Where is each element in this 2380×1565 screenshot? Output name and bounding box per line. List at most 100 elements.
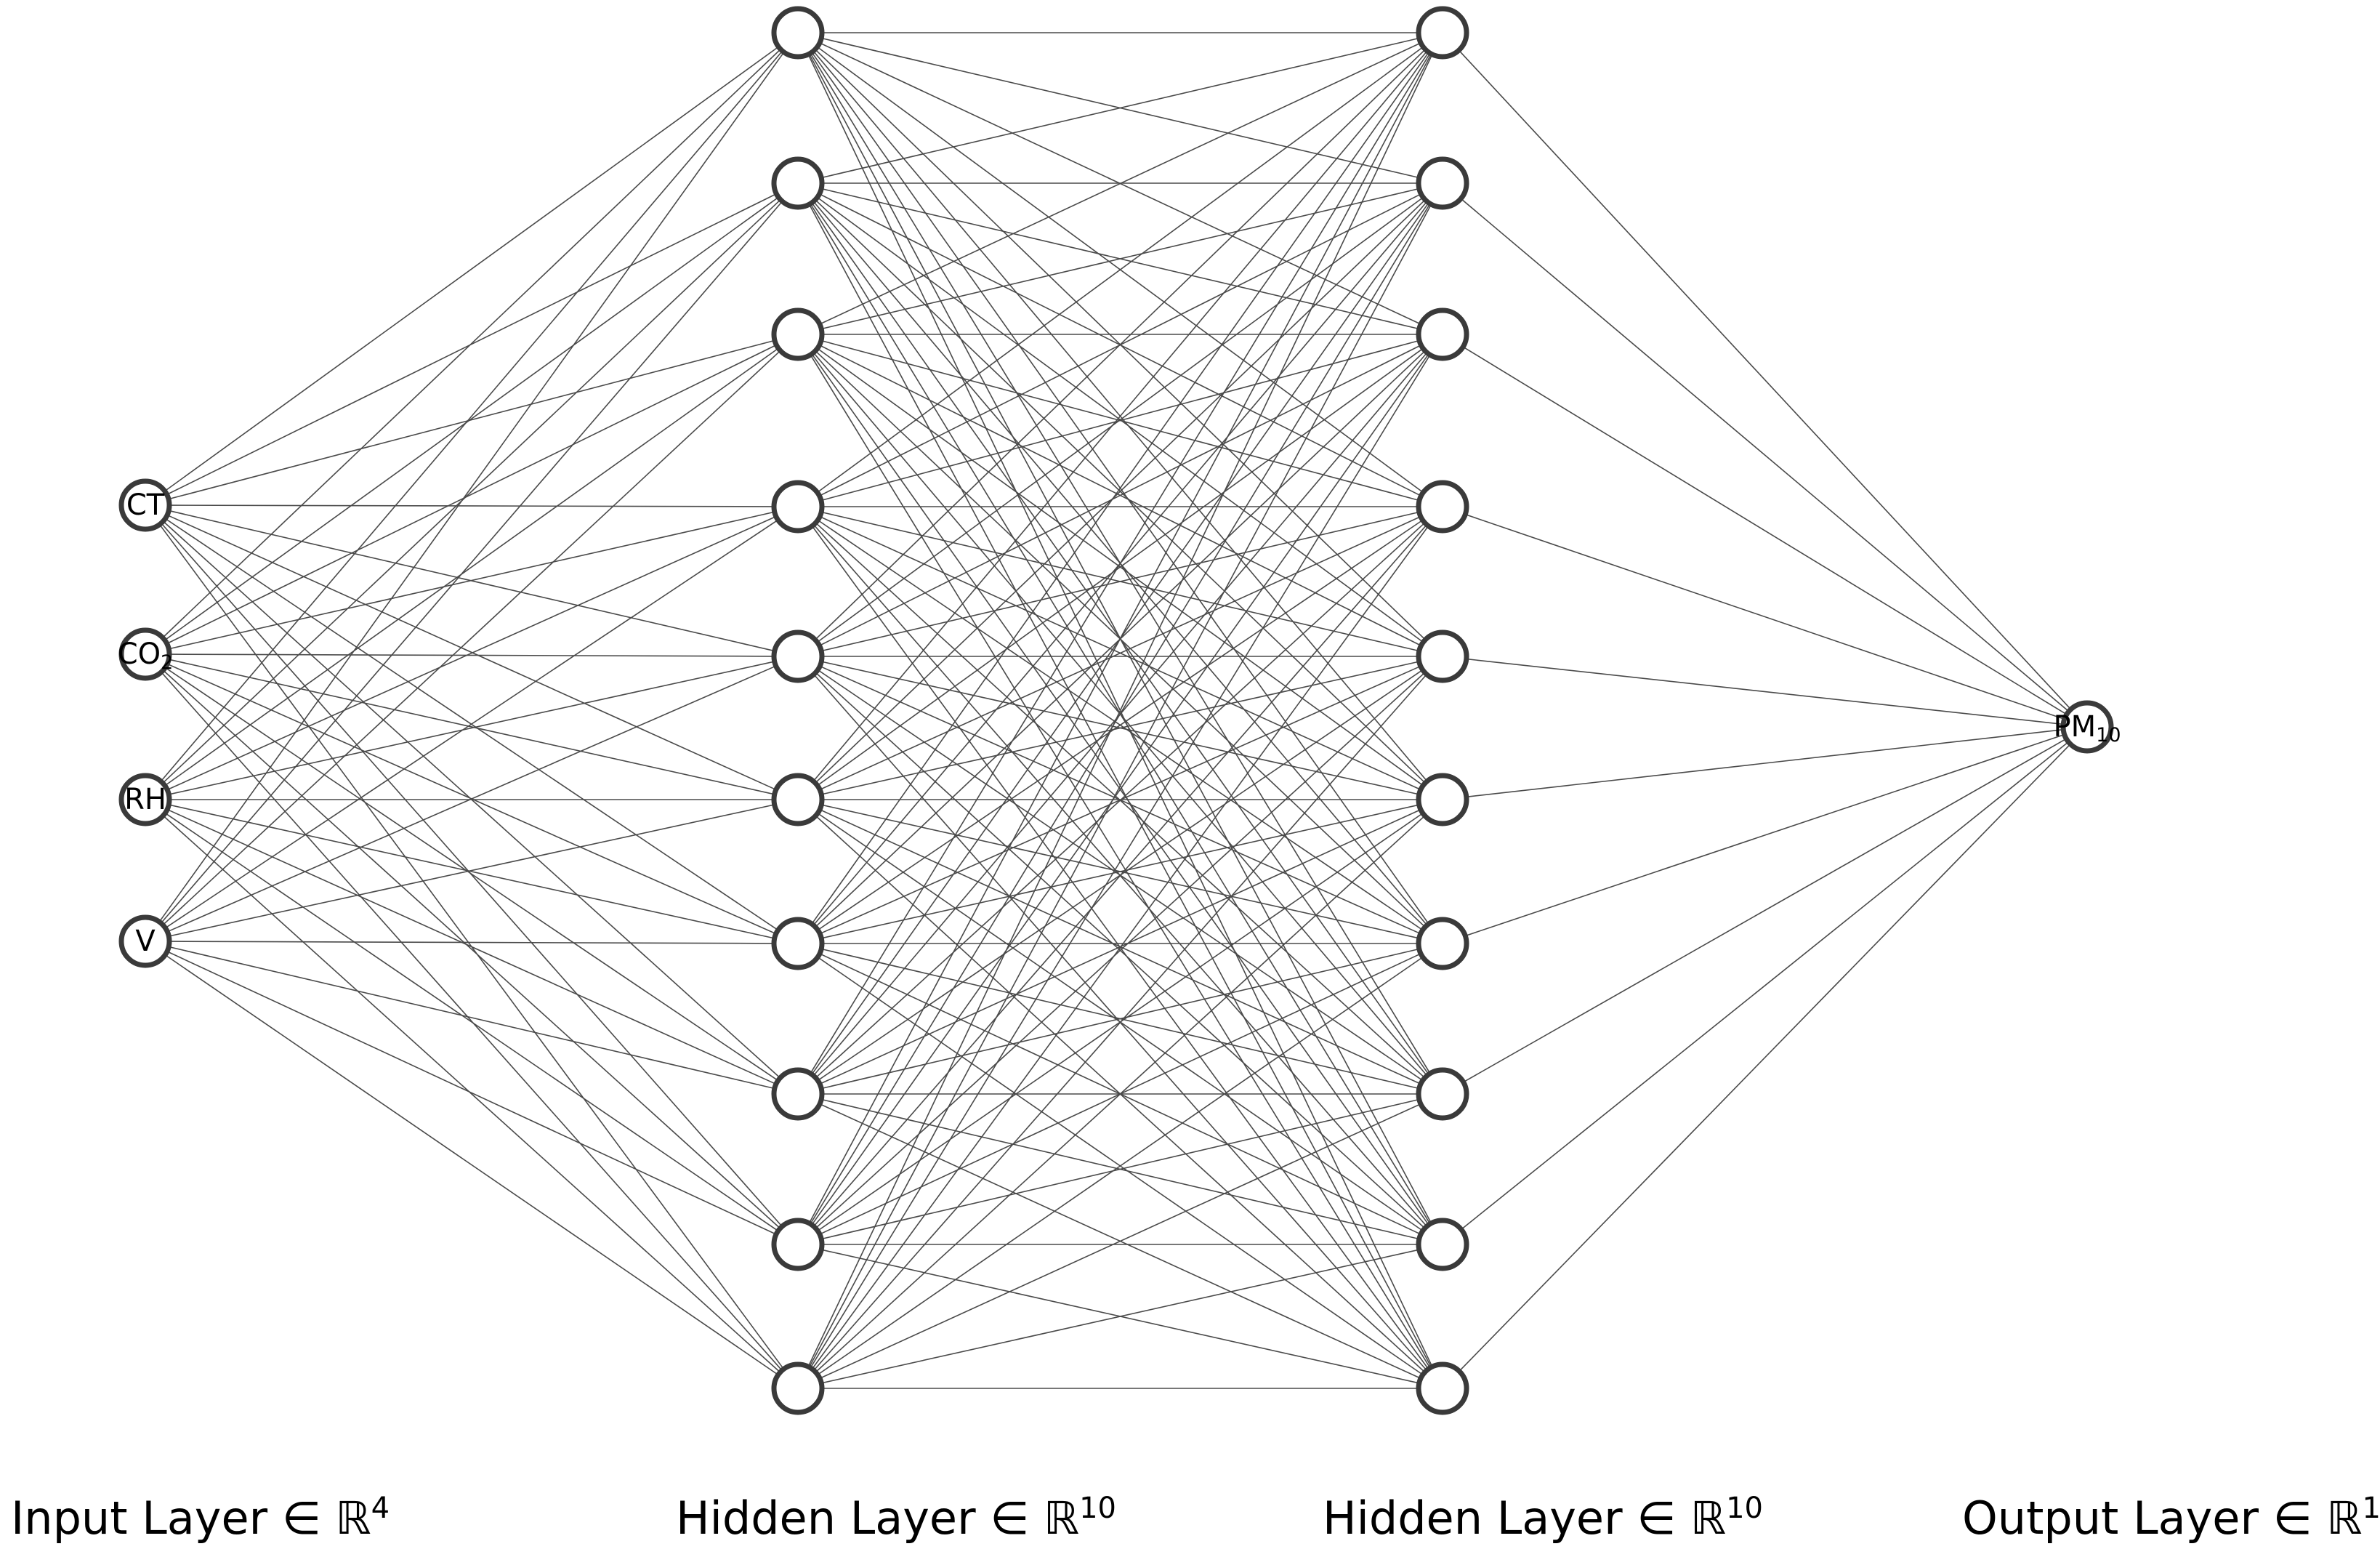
connection-edge-input-2-hidden1-9 — [162, 815, 781, 1373]
connection-edge-hidden1-9-hidden2-6 — [817, 957, 1424, 1375]
node-hidden2-8[interactable] — [1416, 1067, 1469, 1121]
node-circle[interactable] — [771, 773, 825, 826]
node-circle[interactable] — [771, 917, 825, 970]
node-hidden2-10[interactable] — [1416, 1361, 1469, 1415]
connection-edge-input-1-hidden1-1 — [164, 196, 779, 641]
connection-edge-input-0-hidden1-2 — [168, 339, 775, 500]
node-hidden1-3[interactable] — [771, 307, 825, 361]
node-circle[interactable] — [1416, 307, 1469, 361]
node-hidden1-8[interactable] — [771, 1067, 825, 1121]
node-circle[interactable] — [771, 6, 825, 60]
connection-edge-input-3-hidden1-4 — [166, 665, 777, 933]
connection-edge-input-1-hidden1-0 — [162, 49, 781, 638]
connection-edge-hidden1-2-hidden2-0 — [819, 42, 1421, 325]
node-circle[interactable] — [118, 773, 172, 826]
node-circle[interactable] — [771, 480, 825, 534]
connection-edge-input-1-hidden1-2 — [166, 344, 777, 645]
connection-edge-input-1-hidden1-9 — [161, 672, 783, 1371]
connection-edge-hidden1-5-hidden2-0 — [812, 50, 1428, 782]
connection-edge-input-2-hidden1-7 — [166, 808, 777, 1085]
connection-edge-input-3-hidden1-2 — [162, 350, 781, 926]
node-hidden1-4[interactable] — [771, 480, 825, 534]
connection-edge-hidden1-1-hidden2-0 — [820, 37, 1420, 179]
node-hidden2-4[interactable] — [1416, 480, 1469, 534]
connection-edge-input-2-hidden1-8 — [164, 812, 779, 1232]
connection-edge-hidden1-9-hidden2-1 — [808, 204, 1432, 1368]
edges-group — [158, 32, 2072, 1389]
connection-edge-hidden1-8-hidden2-4 — [815, 672, 1426, 1229]
layer-caption-output: Output Layer ∈ ℝ1 — [1962, 1492, 2380, 1545]
node-label: CO2 — [118, 637, 174, 674]
node-hidden1-7[interactable] — [771, 917, 825, 970]
connection-edge-input-1-hidden1-7 — [164, 667, 779, 1082]
node-hidden1-6[interactable] — [771, 773, 825, 826]
node-hidden2-1[interactable] — [1416, 6, 1469, 60]
node-circle[interactable] — [1416, 1218, 1469, 1271]
connection-edge-hidden1-4-hidden2-0 — [815, 49, 1426, 640]
node-hidden1-10[interactable] — [771, 1361, 825, 1415]
connection-edge-input-1-hidden1-3 — [169, 511, 775, 650]
connection-edge-hidden1-6-hidden2-0 — [811, 52, 1429, 925]
node-hidden2-3[interactable] — [1416, 307, 1469, 361]
connection-edge-hidden1-9-hidden2-8 — [821, 1249, 1419, 1384]
node-input-ct[interactable]: CT — [118, 478, 172, 532]
node-input-v[interactable]: V — [118, 914, 172, 968]
node-circle[interactable] — [118, 478, 172, 532]
connection-edge-hidden1-5-hidden2-4 — [821, 661, 1419, 795]
node-hidden2-9[interactable] — [1416, 1218, 1469, 1271]
node-circle[interactable] — [771, 156, 825, 210]
node-circle[interactable] — [1416, 1067, 1469, 1121]
connection-edge-hidden1-9-hidden2-2 — [810, 354, 1431, 1369]
node-circle[interactable] — [771, 307, 825, 361]
connection-edge-input-3-hidden1-0 — [158, 52, 785, 922]
layer-caption-hidden1: Hidden Layer ∈ ℝ10 — [676, 1492, 1116, 1545]
connection-edge-hidden1-7-hidden2-0 — [810, 52, 1431, 1074]
connection-edge-input-0-hidden1-0 — [164, 46, 779, 492]
connection-edge-hidden2-5-output-0 — [1466, 728, 2064, 798]
node-circle[interactable] — [771, 1067, 825, 1121]
node-circle[interactable] — [771, 1361, 825, 1415]
connection-edge-hidden2-8-output-0 — [1461, 741, 2069, 1230]
node-hidden2-6[interactable] — [1416, 773, 1469, 826]
layer-caption-input: Input Layer ∈ ℝ4 — [11, 1492, 390, 1545]
connection-edge-hidden2-3-output-0 — [1464, 513, 2065, 720]
node-circle[interactable] — [118, 914, 172, 968]
node-circle[interactable] — [1416, 629, 1469, 683]
node-circle[interactable] — [1416, 917, 1469, 970]
node-hidden1-1[interactable] — [771, 6, 825, 60]
connection-edge-hidden1-9-hidden2-5 — [815, 815, 1426, 1373]
node-hidden2-2[interactable] — [1416, 156, 1469, 210]
node-circle[interactable] — [1416, 6, 1469, 60]
node-input-rh[interactable]: RH — [118, 773, 172, 826]
connection-edge-input-3-hidden1-7 — [168, 946, 775, 1090]
connection-edge-hidden1-9-hidden2-7 — [819, 1103, 1421, 1380]
connection-edge-input-2-hidden1-2 — [164, 347, 779, 786]
node-circle[interactable] — [118, 627, 172, 681]
connection-edge-input-2-hidden1-4 — [169, 661, 775, 795]
node-circle[interactable] — [1416, 1361, 1469, 1415]
node-circle[interactable] — [1416, 480, 1469, 534]
connection-edge-hidden2-7-output-0 — [1463, 738, 2067, 1083]
layer-caption-hidden2: Hidden Layer ∈ ℝ10 — [1323, 1492, 1763, 1545]
node-circle[interactable] — [2060, 700, 2114, 754]
node-output-pm[interactable]: PM10 — [2054, 700, 2121, 754]
node-label: RH — [124, 783, 166, 816]
node-label: V — [135, 925, 156, 958]
node-hidden1-2[interactable] — [771, 156, 825, 210]
node-input-co[interactable]: CO2 — [118, 627, 174, 681]
node-circle[interactable] — [1416, 156, 1469, 210]
connection-edge-input-0-hidden1-3 — [169, 504, 775, 507]
connection-edge-hidden1-9-hidden2-0 — [807, 54, 1433, 1367]
layer-captions-group: Input Layer ∈ ℝ4 Hidden Layer ∈ ℝ10 Hidden… — [11, 1492, 2380, 1545]
node-hidden1-9[interactable] — [771, 1218, 825, 1271]
node-hidden1-5[interactable] — [771, 629, 825, 683]
node-circle[interactable] — [1416, 773, 1469, 826]
connection-edge-input-2-hidden1-0 — [160, 50, 783, 782]
node-hidden2-5[interactable] — [1416, 629, 1469, 683]
connection-edge-hidden2-4-output-0 — [1466, 658, 2064, 725]
node-circle[interactable] — [771, 629, 825, 683]
node-hidden2-7[interactable] — [1416, 917, 1469, 970]
node-circle[interactable] — [771, 1218, 825, 1271]
connection-edge-hidden1-9-hidden2-4 — [813, 674, 1427, 1371]
